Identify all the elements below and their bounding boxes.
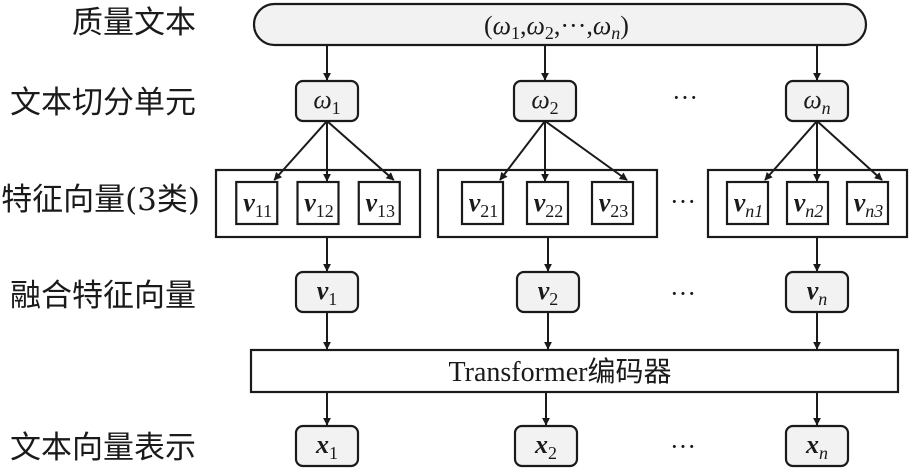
feature-vector-node — [785, 180, 830, 226]
output-vector-node — [294, 424, 360, 468]
feature-vector-label: v12 — [304, 188, 334, 221]
feature-vector-label: v21 — [469, 188, 499, 221]
feature-vector-label: vn1 — [734, 188, 764, 221]
feature-vector-node — [460, 180, 505, 226]
row-label-text-representation: 文本向量表示 — [10, 430, 196, 466]
fused-vector-label: v2 — [538, 276, 559, 309]
arrow-segment-to-feature — [326, 120, 395, 181]
row-label-segmentation-unit: 文本切分单元 — [10, 85, 196, 121]
row-label-fused-vectors: 融合特征向量 — [10, 278, 196, 314]
output-vector-label: xn — [805, 430, 828, 463]
feature-vector-node — [296, 180, 340, 226]
fused-vector-label: vn — [807, 276, 828, 309]
feature-vector-label: v11 — [243, 188, 272, 221]
arrow-segment-to-feature — [816, 120, 883, 181]
ellipsis: ··· — [670, 187, 696, 216]
feature-vector-label: v23 — [599, 188, 629, 221]
ellipsis: ··· — [670, 432, 696, 461]
feature-vector-label: vn3 — [854, 188, 884, 221]
feature-vector-node — [525, 180, 570, 226]
output-vector-label: x2 — [534, 430, 557, 463]
transformer-encoder-label: Transformer编码器 — [449, 356, 672, 388]
feature-vector-label: v22 — [534, 188, 564, 221]
arrow-segment-to-feature — [544, 120, 628, 181]
ellipsis: ··· — [672, 83, 698, 112]
feature-vector-label: v13 — [365, 188, 395, 221]
input-sequence-node — [252, 2, 868, 47]
arrow-segment-to-feature — [273, 120, 328, 181]
ellipsis: ··· — [670, 279, 696, 308]
output-vector-label: x1 — [315, 430, 338, 463]
output-vector-node — [513, 424, 579, 468]
input-sequence-label: (ω1,ω2,···,ωn) — [484, 11, 629, 43]
feature-vector-node — [845, 180, 890, 226]
row-label-feature-vectors: 特征向量(3类) — [1, 182, 200, 218]
feature-vector-node — [357, 180, 401, 226]
segment-label: ω1 — [313, 85, 340, 118]
feature-vector-node — [725, 180, 770, 226]
segment-label: ω2 — [531, 85, 558, 118]
segment-label: ωn — [803, 85, 830, 118]
feature-vector-node — [235, 180, 279, 226]
output-vector-node — [784, 424, 850, 468]
transformer-encoder-node — [249, 348, 900, 394]
arrow-segment-to-feature — [499, 120, 546, 181]
fused-vector-label: v1 — [317, 276, 338, 309]
row-label-quality-text: 质量文本 — [72, 5, 196, 41]
feature-vector-node — [590, 180, 635, 226]
feature-vector-label: vn2 — [794, 188, 824, 221]
arrow-segment-to-feature — [764, 120, 818, 181]
